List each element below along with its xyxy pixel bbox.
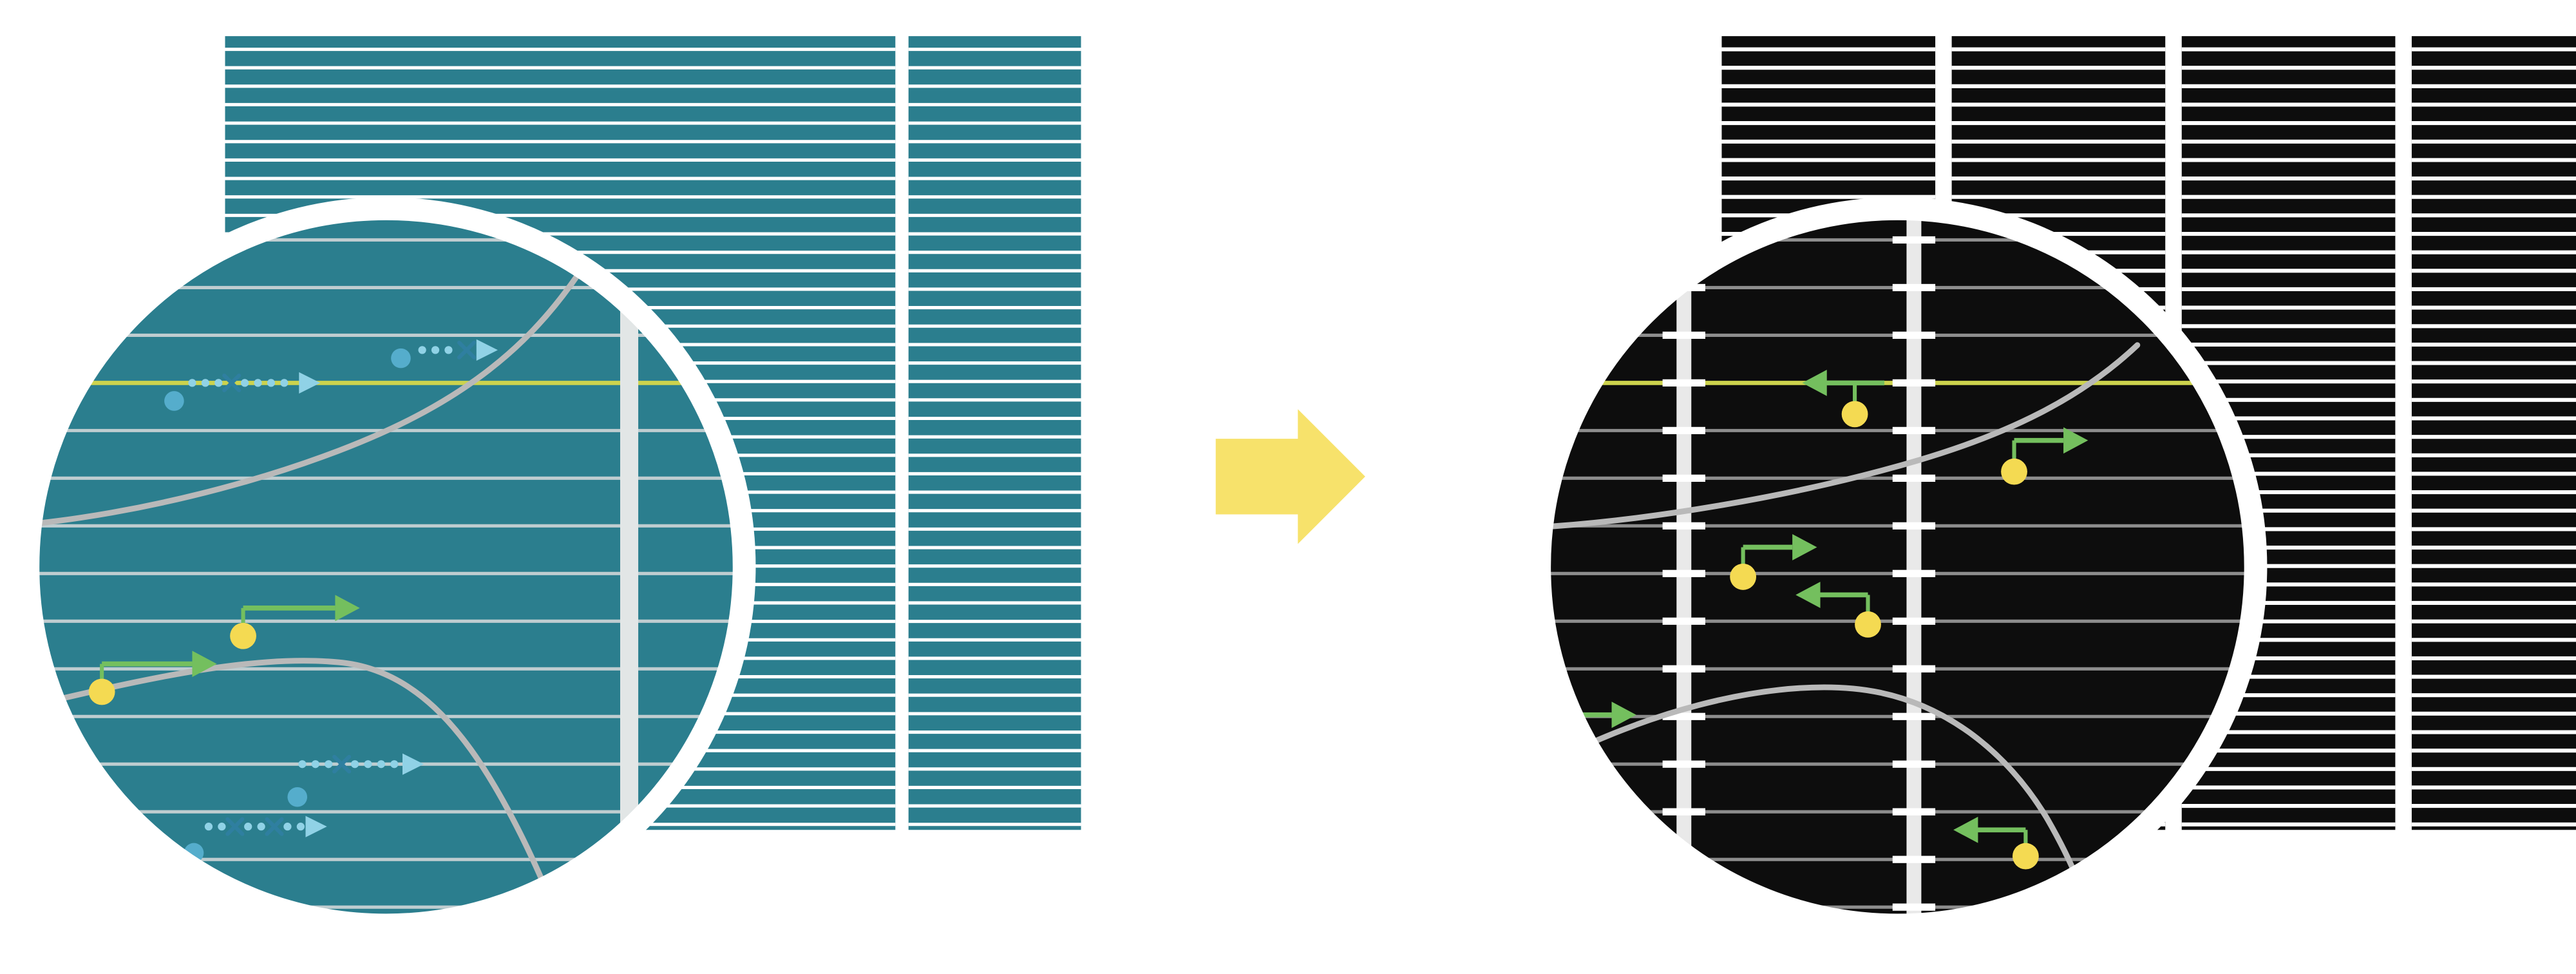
electron-trail-dot [201,379,209,387]
carrier-arrowhead-icon [1953,816,1978,843]
electron-trail-dot [298,760,307,769]
busbar-tick [1892,426,1936,434]
electron-trail-dot [218,823,226,831]
busbar-tick [1892,903,1936,911]
electron-trail-dot [188,379,196,387]
hole-dot [2001,458,2027,485]
loss-x-icon [265,817,284,836]
loss-x-icon [457,340,477,359]
carrier-arrowhead-icon [335,595,360,622]
busbar-tick [1662,522,1705,530]
right-cell-wafer [2411,36,2576,830]
electron-trail-dot [267,379,276,387]
electron-trail-dot [364,760,372,769]
carrier-arrowhead-icon [1795,582,1821,608]
electron-trail-dot [444,346,453,354]
busbar-tick [1662,760,1705,768]
loss-x-icon [332,754,352,774]
electron-trail-dot [283,823,292,831]
electron-arrowhead-icon [476,339,498,361]
busbar-tick [1892,617,1936,625]
grain-boundary-curve [1549,684,2093,915]
right-cell-zoom-view [1549,218,2246,915]
grain-boundary-curve [37,240,601,529]
busbar-tick [1662,331,1705,339]
electron-arrowhead-icon [402,753,424,775]
busbar-tick [1892,665,1936,673]
electron-trail-dot [325,760,333,769]
electron-trail-dot [296,823,305,831]
electron-trail-dot [257,823,265,831]
busbar-tick [1892,331,1936,339]
hole-dot [88,678,115,705]
transform-arrow-icon [1215,409,1365,544]
grain-boundary-curve [1549,342,2141,531]
electron-dot [164,391,184,411]
busbar-tick [1892,236,1936,244]
hole-dot [2012,843,2039,870]
electron-trail-dot [418,346,426,354]
electron-trail-dot [280,379,289,387]
busbar-tick [1662,712,1705,720]
busbar-tick [1892,855,1936,863]
carrier-arrowhead-icon [192,651,217,678]
electron-trail-dot [350,760,359,769]
electron-arrowhead-icon [305,816,327,837]
busbar-tick [1892,712,1936,720]
busbar-tick [1892,474,1936,482]
busbar [1676,218,1692,915]
loss-x-icon [222,373,242,392]
left-cell-zoom-view [37,218,735,915]
electron-trail-dot [204,823,213,831]
busbar-tick [1662,474,1705,482]
busbar-tick [1662,569,1705,577]
busbar-tick [1662,379,1705,387]
busbar-tick [1892,522,1936,530]
busbar-tick [1892,760,1936,768]
electron-dot [391,348,411,368]
busbar-tick [1892,379,1936,387]
hole-dot [1730,564,1757,590]
left-cell-magnifier-ring [16,197,756,937]
electron-trail-dot [311,760,319,769]
busbar-tick [1662,665,1705,673]
hole-dot [1841,401,1868,428]
hole-dot [230,622,256,649]
electron-trail-dot [254,379,262,387]
electron-trail-dot [214,379,223,387]
busbar-tick [1892,569,1936,577]
hole-dot [1855,611,1881,638]
carrier-arrowhead-icon [1792,534,1817,560]
electron-trail-dot [240,379,249,387]
electron-arrowhead-icon [299,372,321,394]
busbar-tick [1662,808,1705,816]
right-cell-magnifier-ring [1528,197,2268,937]
electron-trail-dot [431,346,440,354]
electron-trail-dot [390,760,399,769]
busbar-tick [1662,617,1705,625]
grain-boundary-curve [37,658,562,915]
busbar-tick [1662,426,1705,434]
electron-dot [287,787,308,807]
busbar-tick [1892,808,1936,816]
carrier-arrowhead-icon [2063,427,2088,454]
loss-x-icon [225,817,245,836]
electron-trail-dot [377,760,385,769]
electron-trail-dot [244,823,252,831]
carrier-arrowhead-icon [1611,702,1636,729]
busbar-tick [1892,283,1936,292]
left-cell-wafer [908,36,1081,830]
busbar [620,218,639,915]
carrier-arrowhead-icon [1802,369,1827,396]
busbar [1906,218,1922,915]
